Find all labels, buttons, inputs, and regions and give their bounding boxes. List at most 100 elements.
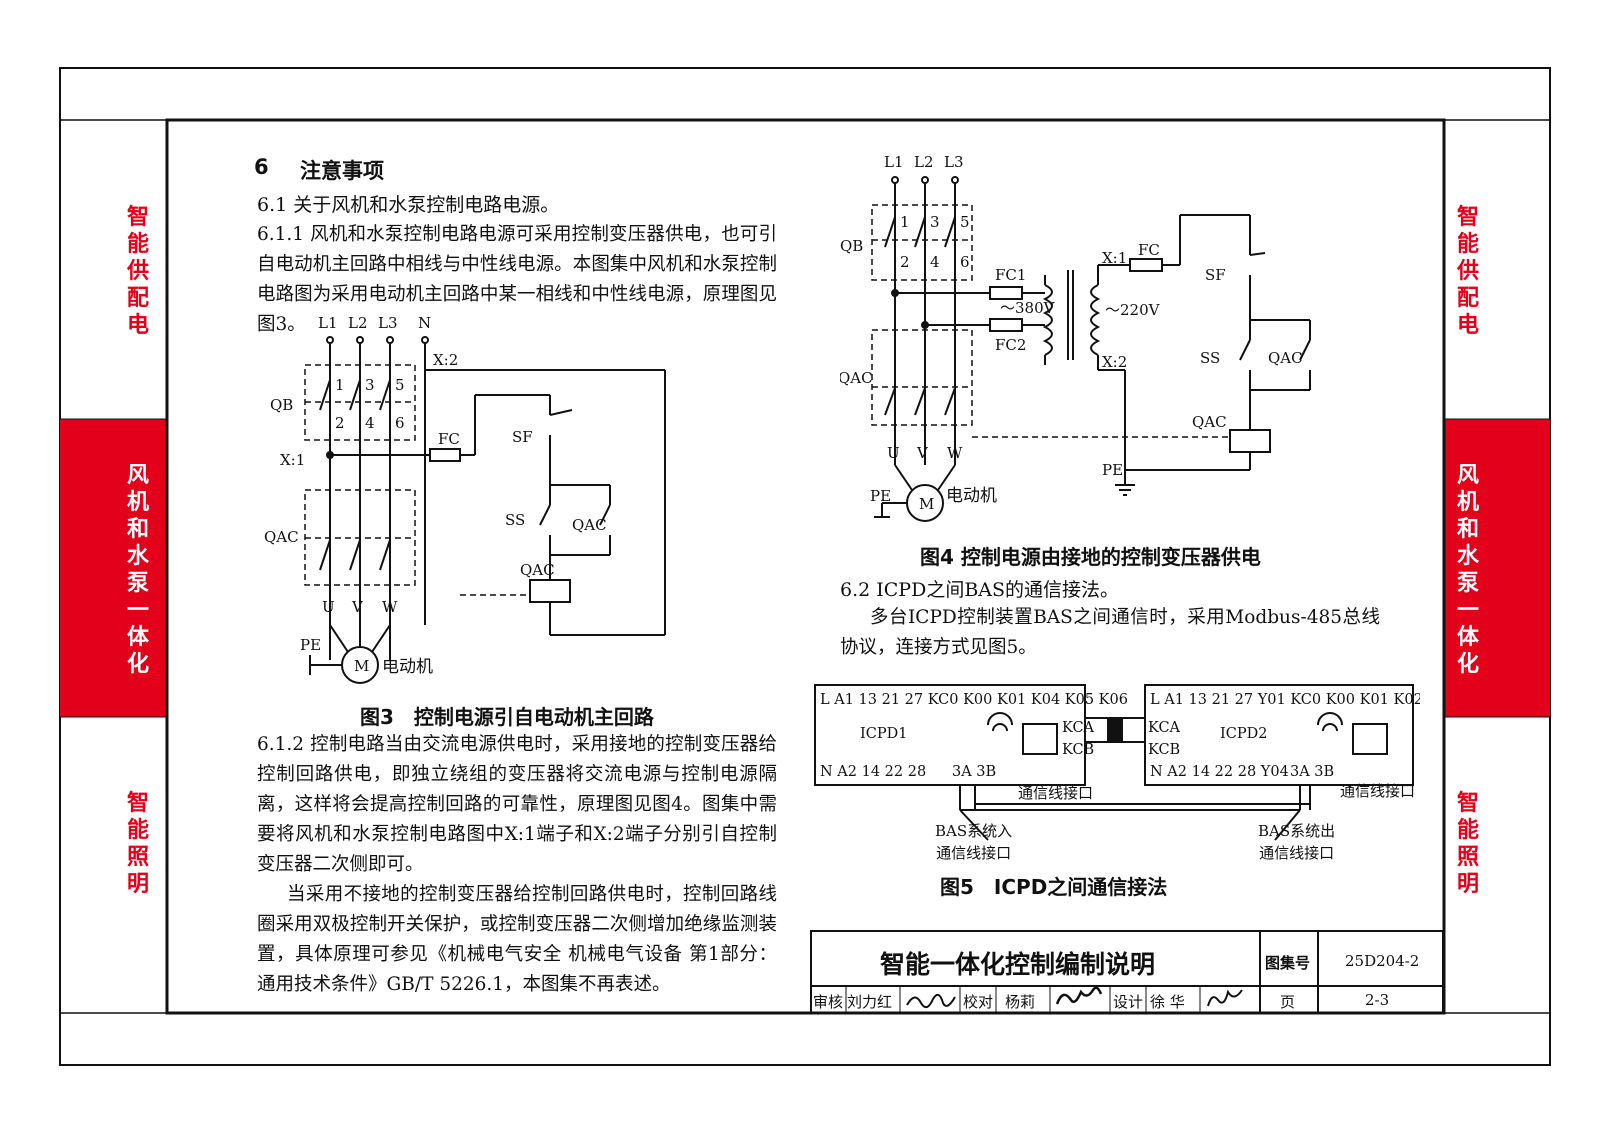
fig4-label-PE2: PE <box>1102 461 1123 479</box>
fig3-label-QAC-contact: QAC <box>572 516 607 534</box>
icpd2-kcb: KCB <box>1148 742 1180 758</box>
title-block-page-no: 2-3 <box>1365 991 1390 1009</box>
fig4-label-L1: L1 <box>884 153 904 171</box>
title-block-page-label: 页 <box>1280 993 1296 1011</box>
fig4-label-QAC-coil: QAC <box>1192 413 1227 431</box>
section-6-1-2: 6.1.2 控制电路当由交流电源供电时，采用接地的控制变压器给控制回路供电，即独… <box>257 734 777 875</box>
icpd1-kca: KCA <box>1062 720 1095 736</box>
icpd1-name: ICPD1 <box>860 726 907 742</box>
fig4-label-X2: X:2 <box>1102 353 1127 371</box>
fig4-label-n3: 3 <box>930 213 940 231</box>
section-6-2: 6.2 ICPD之间BAS的通信接法。 <box>840 579 1120 601</box>
figure-3-diagram: L1 L2 L3 N QB X:2 X:1 FC SF SS QAC QAC Q… <box>264 314 666 684</box>
side-tab-left-top: 智 能 供 配 电 <box>126 205 149 338</box>
fig4-label-U: U <box>887 444 900 462</box>
title-block-design-label: 设计 <box>1113 993 1144 1011</box>
icpd1-bottom-terminals: N A2 14 22 28 <box>820 764 926 780</box>
title-block-atlas-label: 图集号 <box>1265 954 1311 972</box>
side-tab-right-bottom: 智 能 照 明 <box>1456 791 1479 897</box>
icpd2-3a3b: 3A 3B <box>1290 764 1334 780</box>
fig3-label-M: M <box>354 657 369 675</box>
fig4-label-M: M <box>919 495 934 513</box>
fig5-bas-out-label: BAS系统出 通信线接口 <box>1258 822 1336 862</box>
fig3-label-L2: L2 <box>348 314 368 332</box>
fig3-label-W: W <box>382 598 398 616</box>
fig5-bas-in-label: BAS系统入 通信线接口 <box>935 822 1013 862</box>
fig4-label-QAC: QAC <box>840 369 873 387</box>
section-6-2-body: 多台ICPD控制装置BAS之间通信时，采用Modbus-485总线协议，连接方式… <box>840 607 1380 658</box>
fig4-label-W: W <box>947 444 963 462</box>
title-block-designer: 徐 华 <box>1150 993 1185 1011</box>
section-number: 6 <box>254 155 269 179</box>
fig4-label-V: V <box>916 444 929 462</box>
title-block <box>810 930 1444 1013</box>
figure-3-caption: 图3 控制电源引自电动机主回路 <box>360 705 654 729</box>
fig5-port-1: 通信线接口 <box>1018 784 1093 802</box>
title-block-checker: 杨莉 <box>1005 993 1036 1011</box>
fig4-label-FC: FC <box>1138 241 1160 259</box>
fig3-label-PE: PE <box>300 636 321 654</box>
fig4-label-n6: 6 <box>960 253 970 271</box>
checker-signature <box>1055 986 1103 1005</box>
fig3-label-n2: 2 <box>335 414 345 432</box>
fig4-label-L2: L2 <box>914 153 934 171</box>
fig5-port-2: 通信线接口 <box>1340 782 1415 800</box>
fig3-label-L3: L3 <box>378 314 398 332</box>
icpd2-kca: KCA <box>1148 720 1181 736</box>
fig4-label-n2: 2 <box>900 253 910 271</box>
side-tab-right-top: 智 能 供 配 电 <box>1456 205 1479 338</box>
fig4-label-FC1: FC1 <box>995 266 1026 284</box>
designer-signature <box>1207 989 1243 1007</box>
side-tab-left-mid: 风 机 和 水 泵 一 体 化 <box>126 463 149 677</box>
fig4-label-220V: ～220V <box>1105 301 1161 319</box>
fig3-label-motor: 电动机 <box>382 657 433 677</box>
fig3-label-FC: FC <box>438 430 460 448</box>
fig3-label-SF: SF <box>512 428 533 446</box>
icpd2-name: ICPD2 <box>1220 726 1267 742</box>
fig3-label-N: N <box>418 314 431 332</box>
title-block-atlas-no: 25D204-2 <box>1345 952 1420 970</box>
side-tab-right-mid: 风 机 和 水 泵 一 体 化 <box>1456 463 1479 677</box>
reviewer-signature <box>906 993 956 1009</box>
title-block-check-label: 校对 <box>963 993 994 1011</box>
fig3-label-X1: X:1 <box>280 451 305 469</box>
fig3-label-n5: 5 <box>395 376 405 394</box>
fig4-label-FC2: FC2 <box>995 336 1026 354</box>
title-block-title: 智能一体化控制编制说明 <box>880 950 1156 979</box>
figure-5-diagram: L A1 13 21 27 KC0 K00 K01 K04 K05 K06 IC… <box>814 684 1420 841</box>
section-6-1-1: 6.1.1 风机和水泵控制电路电源可采用控制变压器供电，也可引自电动机主回路中相… <box>257 224 777 335</box>
fig3-label-V: V <box>351 598 364 616</box>
section-title: 注意事项 <box>300 159 384 183</box>
title-block-review-label: 审核 <box>813 993 844 1011</box>
fig3-label-X2: X:2 <box>433 351 458 369</box>
icpd1-3a3b: 3A 3B <box>952 764 996 780</box>
fig4-label-L3: L3 <box>944 153 964 171</box>
fig3-label-n1: 1 <box>335 376 345 394</box>
fig3-label-SS: SS <box>505 511 525 529</box>
section-6-1: 6.1 关于风机和水泵控制电路电源。 <box>257 194 560 216</box>
fig4-label-380V: ～380V <box>1000 299 1056 317</box>
fig4-label-QB: QB <box>840 237 863 255</box>
fig4-label-n5: 5 <box>960 213 970 231</box>
section-6-1-2-b: 当采用不接地的控制变压器给控制回路供电时，控制回路线圈采用双极控制开关保护，或控… <box>257 884 777 995</box>
fig4-label-motor: 电动机 <box>946 486 997 506</box>
icpd2-bottom-terminals: N A2 14 22 28 Y04 <box>1150 764 1289 780</box>
fig3-label-U: U <box>322 598 335 616</box>
fig4-label-SS: SS <box>1200 349 1220 367</box>
side-tab-left-bottom: 智 能 照 明 <box>126 791 149 897</box>
icpd2-top-terminals: L A1 13 21 27 Y01 KC0 K00 K01 K02 <box>1150 692 1420 708</box>
fig4-label-n4: 4 <box>930 253 940 271</box>
fig4-label-n1: 1 <box>900 213 910 231</box>
fig3-label-n6: 6 <box>395 414 405 432</box>
fig4-label-X1: X:1 <box>1102 249 1127 267</box>
figure-4-caption: 图4 控制电源由接地的控制变压器供电 <box>920 545 1261 569</box>
fig4-label-QAC-contact: QAC <box>1268 349 1303 367</box>
fig3-label-QAC-coil: QAC <box>520 561 555 579</box>
fig3-label-n3: 3 <box>365 376 375 394</box>
title-block-reviewer: 刘力红 <box>847 993 893 1011</box>
fig4-label-PE: PE <box>870 487 891 505</box>
fig3-label-QB: QB <box>270 396 293 414</box>
figure-4-diagram: L1 L2 L3 QB 1 3 5 2 4 6 FC1 FC2 ～380V ～2… <box>840 153 1311 522</box>
